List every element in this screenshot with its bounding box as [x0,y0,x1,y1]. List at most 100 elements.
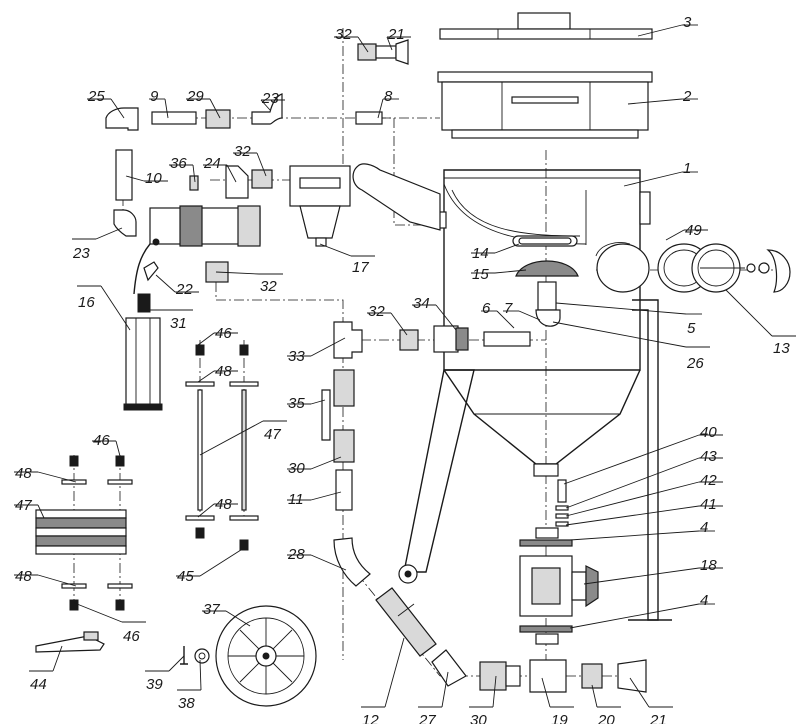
callout-leader [541,677,551,708]
callout-leader [199,659,202,691]
callout-number: 12 [362,712,379,724]
callout-leader [665,229,685,241]
callout-leader [37,471,77,483]
hose-set-center [185,344,259,551]
callout-number: 28 [287,546,305,563]
callout-leader [310,337,346,357]
callout-c38: 38 [177,659,202,712]
callout-leader [623,171,683,187]
callout-number: 40 [700,424,717,441]
callout-number: 1 [683,160,691,177]
callout-c32a: 32 [334,26,369,53]
callout-leader [37,574,77,587]
callout-c13: 13 [725,289,796,357]
callout-leader [310,554,347,571]
callout-leader [494,243,520,254]
callout-number: 13 [773,340,790,357]
callout-c46a: 46 [197,325,238,346]
callout-c47b: 47 [14,497,45,519]
callout-c24: 24 [203,155,237,183]
callout-leader [310,491,342,501]
callout-number: 18 [700,557,717,574]
callout-c16: 16 [77,285,131,331]
callout-c49: 49 [665,222,708,241]
callout-number: 48 [215,363,232,380]
callout-number: 26 [686,355,704,372]
callout-c46c: 46 [71,601,146,645]
callout-number: 30 [470,712,487,724]
callout-leader [71,601,123,623]
callout-number: 21 [649,712,667,724]
callout-number: 32 [335,26,352,43]
callout-leader [390,312,408,336]
callout-number: 47 [264,426,281,443]
callout-c31: 31 [150,309,193,332]
callout-number: 48 [15,465,32,482]
callout-c25: 25 [87,88,125,119]
part-16-compressor [123,165,273,411]
callout-leader [226,164,237,183]
callout-number: 39 [146,676,163,693]
callout-leader [192,164,196,183]
callout-number: 45 [177,568,194,585]
callout-c19: 19 [541,677,574,724]
callout-leader [569,530,700,541]
callout-c32b: 32 [233,143,267,177]
part-17-filter [289,165,351,247]
callout-leader [583,567,700,585]
callout-leader [565,481,700,517]
callout-leader [209,98,221,119]
callout-number: 36 [170,155,187,172]
callout-number: 10 [145,170,162,187]
callout-c42: 42 [565,472,723,517]
callout-leader [563,434,700,485]
callout-c10: 10 [125,170,168,187]
center-pipe-stack [321,321,531,587]
callout-number: 46 [215,325,232,342]
callout-c8: 8 [377,88,399,119]
callout-c22: 22 [155,274,199,298]
callout-c21b: 21 [386,26,411,51]
callout-c48a: 48 [197,363,238,383]
callout-leader [52,645,63,672]
callout-c9: 9 [149,88,169,119]
callout-number: 32 [260,278,277,295]
callout-c26: 26 [552,321,710,372]
callout-leader [155,274,176,293]
callout-number: 25 [87,88,105,105]
callout-leader [629,677,650,708]
callout-c44: 44 [29,645,63,693]
callout-c48d: 48 [14,568,77,587]
part-49-13-access-door [595,242,791,293]
callout-number: 7 [504,300,513,317]
callout-leader [197,332,215,346]
callout-number: 2 [682,88,692,105]
callout-number: 20 [597,712,615,724]
callout-leader [260,99,271,111]
callout-leader [199,547,245,577]
callout-number: 47 [15,497,32,514]
callout-leader [435,304,457,331]
callout-c7: 7 [503,300,541,321]
callout-c45: 45 [176,547,245,585]
callout-c47a: 47 [199,420,287,456]
callout-c6: 6 [481,300,515,329]
callout-number: 48 [15,568,32,585]
callout-c34: 34 [412,295,457,331]
callout-leader [552,321,687,348]
callout-c4a: 4 [569,519,715,541]
callout-leader [125,175,145,182]
callout-number: 32 [368,303,385,320]
callout-leader [569,603,700,629]
callout-c30b: 30 [469,675,497,724]
callout-c15: 15 [471,266,527,283]
callout-number: 35 [288,395,305,412]
callout-number: 30 [288,460,305,477]
callout-leader [319,243,352,257]
part-37-wheel [180,605,317,707]
callout-c37: 37 [202,601,251,627]
callout-number: 9 [150,88,159,105]
callout-number: 29 [186,88,204,105]
callout-c48b: 48 [197,496,238,518]
callout-number: 22 [175,281,193,298]
